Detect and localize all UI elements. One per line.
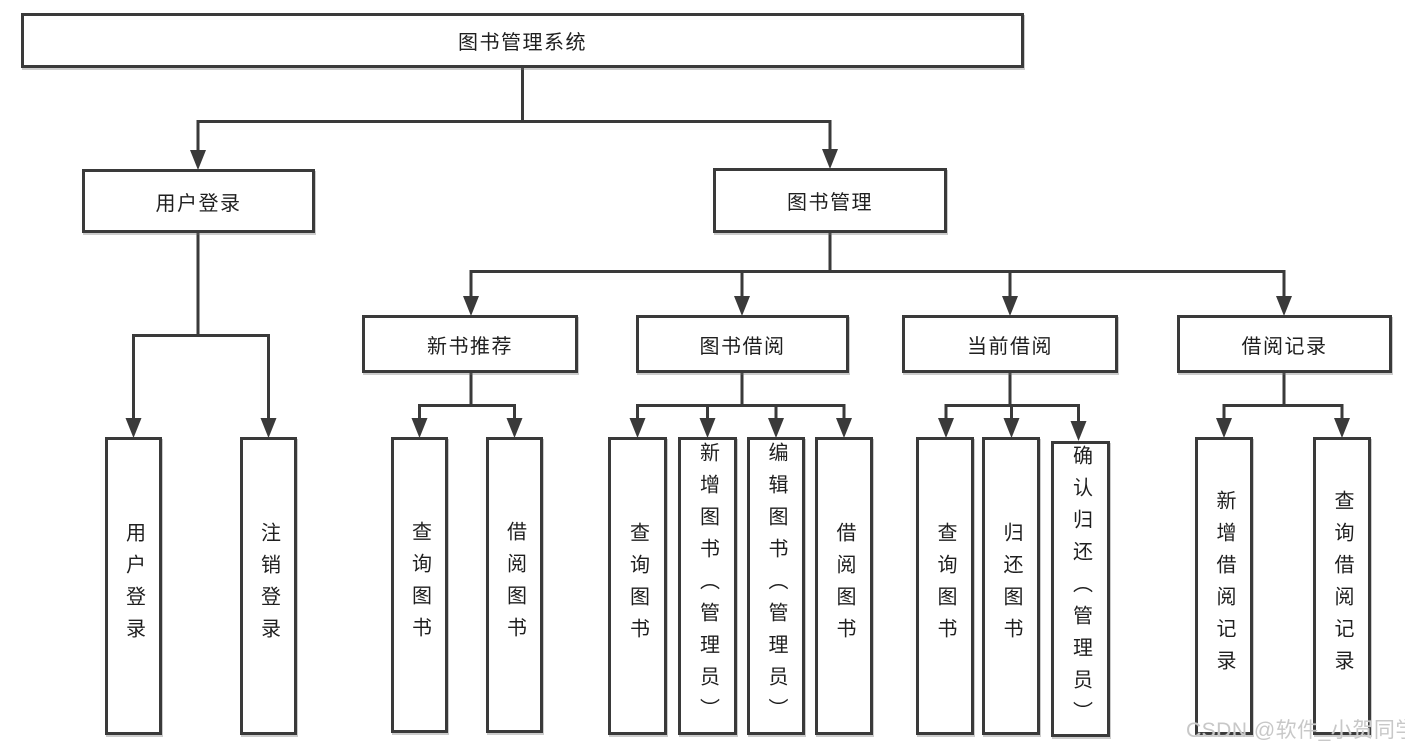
node-current-borrowing-label: 当前借阅 <box>967 335 1053 358</box>
leaf-logout-login-label: 注销登录 <box>257 522 280 650</box>
leaf-logout-login: 注销登录 <box>240 437 297 735</box>
leaf-query-books-borrowing: 查询图书 <box>608 437 667 735</box>
leaf-return-books-label: 归还图书 <box>1000 522 1022 650</box>
leaf-add-books-admin-label: 新增图书（管理员） <box>696 442 719 730</box>
leaf-query-borrow-record-label: 查询借阅记录 <box>1331 490 1353 682</box>
node-root-label: 图书管理系统 <box>458 32 587 54</box>
leaf-edit-books-admin: 编辑图书（管理员） <box>747 437 805 735</box>
leaf-query-books-current: 查询图书 <box>916 437 974 735</box>
node-user-login: 用户登录 <box>82 169 315 233</box>
leaf-add-borrow-record-label: 新增借阅记录 <box>1213 490 1235 682</box>
leaf-user-login: 用户登录 <box>105 437 162 735</box>
node-book-management: 图书管理 <box>713 168 947 233</box>
leaf-query-books-recommend-label: 查询图书 <box>408 521 431 649</box>
node-new-book-recommend-label: 新书推荐 <box>427 335 513 358</box>
node-user-login-label: 用户登录 <box>155 192 242 215</box>
connector-lines <box>132 68 1344 423</box>
leaf-borrow-books-borrowing-label: 借阅图书 <box>833 522 855 650</box>
node-borrowing-records-label: 借阅记录 <box>1241 335 1328 358</box>
leaf-user-login-label: 用户登录 <box>122 522 145 650</box>
leaf-add-borrow-record: 新增借阅记录 <box>1195 437 1253 735</box>
leaf-query-books-recommend: 查询图书 <box>391 437 448 733</box>
node-borrowing-records: 借阅记录 <box>1177 315 1392 373</box>
leaf-confirm-return-admin-label: 确认归还（管理员） <box>1069 445 1092 733</box>
leaf-query-books-borrowing-label: 查询图书 <box>626 522 649 650</box>
node-current-borrowing: 当前借阅 <box>902 315 1118 373</box>
leaf-borrow-books-borrowing: 借阅图书 <box>815 437 873 735</box>
node-book-management-label: 图书管理 <box>787 192 873 214</box>
leaf-edit-books-admin-label: 编辑图书（管理员） <box>765 442 787 730</box>
node-new-book-recommend: 新书推荐 <box>362 315 578 373</box>
leaf-query-books-current-label: 查询图书 <box>934 522 956 650</box>
leaf-add-books-admin: 新增图书（管理员） <box>678 437 737 735</box>
node-root: 图书管理系统 <box>21 13 1024 68</box>
leaf-borrow-books-recommend: 借阅图书 <box>486 437 543 733</box>
leaf-query-borrow-record: 查询借阅记录 <box>1313 437 1371 735</box>
leaf-borrow-books-recommend-label: 借阅图书 <box>503 521 526 649</box>
node-book-borrowing-label: 图书借阅 <box>699 335 786 358</box>
leaf-return-books: 归还图书 <box>982 437 1040 735</box>
leaf-confirm-return-admin: 确认归还（管理员） <box>1051 441 1110 737</box>
node-book-borrowing: 图书借阅 <box>636 315 849 373</box>
watermark-text: CSDN @软件_小贺同学 <box>1186 719 1405 742</box>
